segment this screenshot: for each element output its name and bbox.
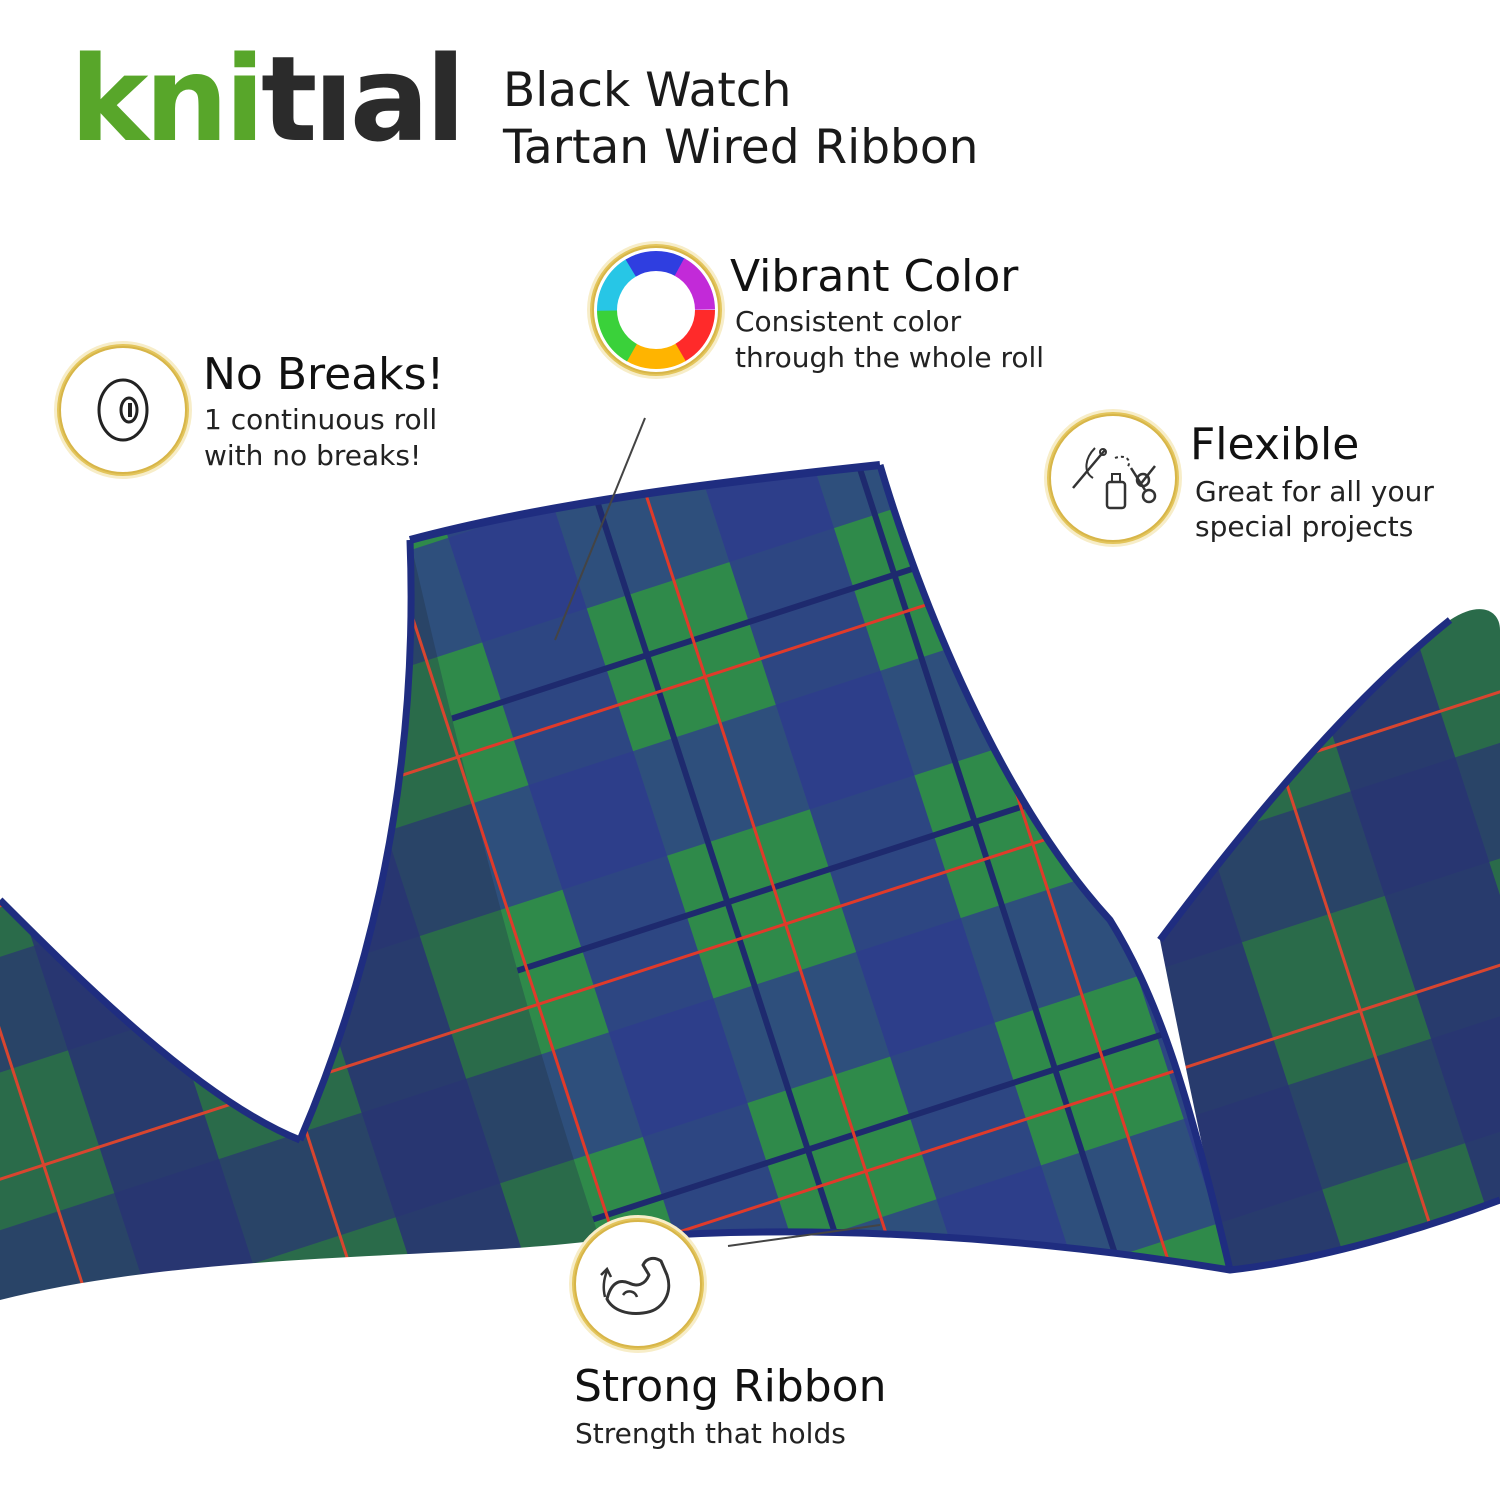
color-wheel-icon bbox=[597, 251, 715, 369]
ribbon-roll-icon bbox=[97, 378, 149, 442]
no-breaks-badge bbox=[59, 346, 187, 474]
flexible-title: Flexible bbox=[1190, 419, 1360, 470]
no-breaks-line1: 1 continuous roll bbox=[204, 403, 438, 436]
flexible-line2: special projects bbox=[1195, 510, 1414, 543]
logo-green-text: kni bbox=[70, 30, 265, 168]
logo-dark-text: tıal bbox=[260, 30, 466, 168]
no-breaks-title: No Breaks! bbox=[203, 349, 445, 400]
vibrant-color-title: Vibrant Color bbox=[730, 251, 1019, 302]
product-title-line1: Black Watch bbox=[503, 63, 792, 118]
vibrant-color-badge bbox=[592, 246, 720, 374]
flexed-arm-icon bbox=[600, 1256, 671, 1315]
strong-ribbon-badge bbox=[574, 1220, 702, 1348]
ribbon-loop-back bbox=[300, 545, 610, 1232]
flexible-line1: Great for all your bbox=[1195, 475, 1434, 508]
ribbon-front-face bbox=[410, 465, 1230, 1270]
vibrant-color-line2: through the whole roll bbox=[735, 341, 1045, 374]
strong-ribbon-title: Strong Ribbon bbox=[574, 1361, 887, 1412]
no-breaks-line2: with no breaks! bbox=[204, 439, 422, 472]
ribbon-right-segment bbox=[1160, 609, 1500, 1270]
craft-tools-icon bbox=[1072, 447, 1157, 510]
brand-logo: knitıal bbox=[70, 40, 466, 175]
flexible-badge bbox=[1049, 414, 1177, 542]
vibrant-color-line1: Consistent color bbox=[735, 305, 962, 338]
product-title: Black Watch Tartan Wired Ribbon bbox=[503, 62, 978, 176]
product-title-line2: Tartan Wired Ribbon bbox=[503, 120, 979, 175]
strong-ribbon-line1: Strength that holds bbox=[575, 1417, 846, 1450]
